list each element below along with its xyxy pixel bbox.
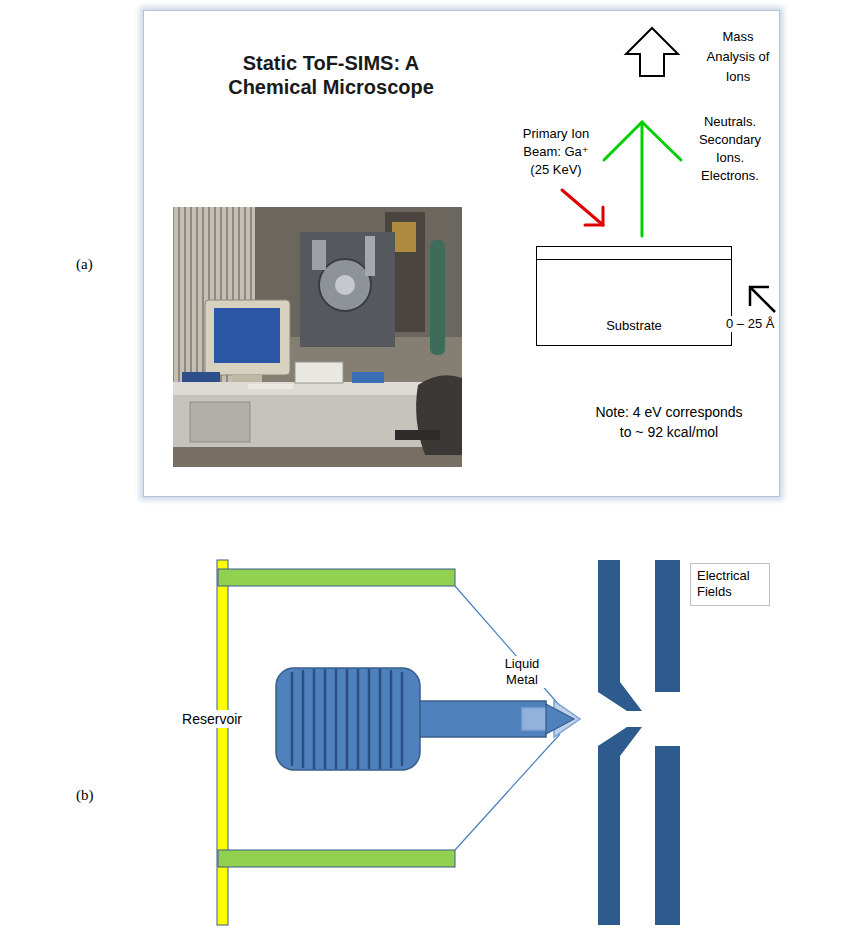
field-label: Electrical Fields	[697, 568, 761, 600]
emission-note: Neutrals. Secondary Ions. Electrons.	[690, 113, 770, 185]
slide-ground	[143, 10, 780, 497]
surface-layer	[537, 247, 731, 260]
substrate-box: Substrate	[536, 246, 732, 346]
heater-wire	[455, 734, 560, 850]
liquid-metal-flow	[522, 701, 580, 737]
floor	[173, 447, 462, 467]
panel-letter: (b)	[76, 786, 94, 804]
beam-shaft	[562, 190, 603, 225]
chair-seat	[395, 430, 440, 440]
needle-tip	[546, 704, 574, 734]
emission-head	[604, 122, 681, 160]
energy-note: Note: 4 eV corresponds to ~ 92 kcal/mol	[590, 402, 748, 442]
depth-shaft	[751, 288, 775, 312]
panel-letter: (a)	[76, 255, 93, 273]
gas-cylinder	[430, 240, 445, 355]
cabinet	[190, 402, 250, 442]
photo-wall	[173, 207, 462, 467]
depth-head	[750, 287, 769, 306]
electrode-plate	[598, 727, 642, 925]
coil-turn	[313, 669, 316, 769]
coil-turn	[357, 669, 360, 769]
reservoir-shape	[276, 668, 420, 770]
electrode-plate	[655, 560, 680, 692]
emission-arrow	[604, 122, 681, 236]
heater-wire	[455, 586, 560, 706]
depth-dimension: 0 – 25 Å	[726, 316, 774, 332]
coil-turn	[335, 669, 338, 769]
instrument-frame	[300, 232, 395, 347]
crt-monitor	[205, 300, 290, 375]
primary-beam-note: Primary Ion Beam: Ga⁺ (25 KeV)	[518, 125, 594, 179]
glove-box	[352, 372, 384, 383]
poster	[392, 222, 416, 252]
heater-arm	[218, 569, 455, 586]
monitor-base	[232, 375, 262, 383]
coil-turn	[379, 669, 382, 769]
keyboard	[248, 384, 293, 389]
reservoir-node: Reservoir	[276, 668, 420, 770]
analyser-column	[365, 236, 375, 276]
depth-arrow	[750, 287, 775, 312]
coil-turn	[291, 672, 294, 766]
electrode-plate	[655, 746, 680, 925]
coil-turn	[302, 670, 305, 768]
liquid-metal-note: Liquid Metal	[497, 656, 547, 688]
field-label-box: Electrical Fields	[690, 563, 770, 606]
binder	[182, 372, 220, 382]
printer	[295, 362, 343, 383]
ion-gun	[312, 240, 326, 270]
chamber-port	[335, 275, 355, 295]
heater-arm	[218, 850, 455, 867]
vacuum-chamber	[319, 259, 371, 311]
coil-turn	[401, 672, 404, 766]
beam-head	[585, 207, 603, 225]
lab-photo	[173, 207, 462, 467]
monitor-screen	[214, 308, 280, 363]
support-rod	[217, 560, 228, 925]
extraction-electrodes	[598, 560, 680, 925]
coil-turn	[346, 669, 349, 769]
coil-turn	[390, 670, 393, 768]
reservoir-label: Reservoir	[179, 710, 245, 728]
mass-analysis-note: Mass Analysis of Ions	[700, 27, 776, 87]
slide-title: Static ToF-SIMS: A Chemical Microscope	[206, 51, 456, 99]
coil-turn	[368, 669, 371, 769]
electrode-plate	[598, 560, 642, 711]
primary-beam-arrow	[562, 190, 603, 225]
office-chair	[416, 375, 462, 455]
reservoir-coil	[292, 669, 402, 769]
emission-shaft	[641, 122, 644, 236]
coil-turn	[324, 669, 327, 769]
substrate-label: Substrate	[537, 247, 731, 333]
hollow-up-arrow	[626, 28, 678, 76]
